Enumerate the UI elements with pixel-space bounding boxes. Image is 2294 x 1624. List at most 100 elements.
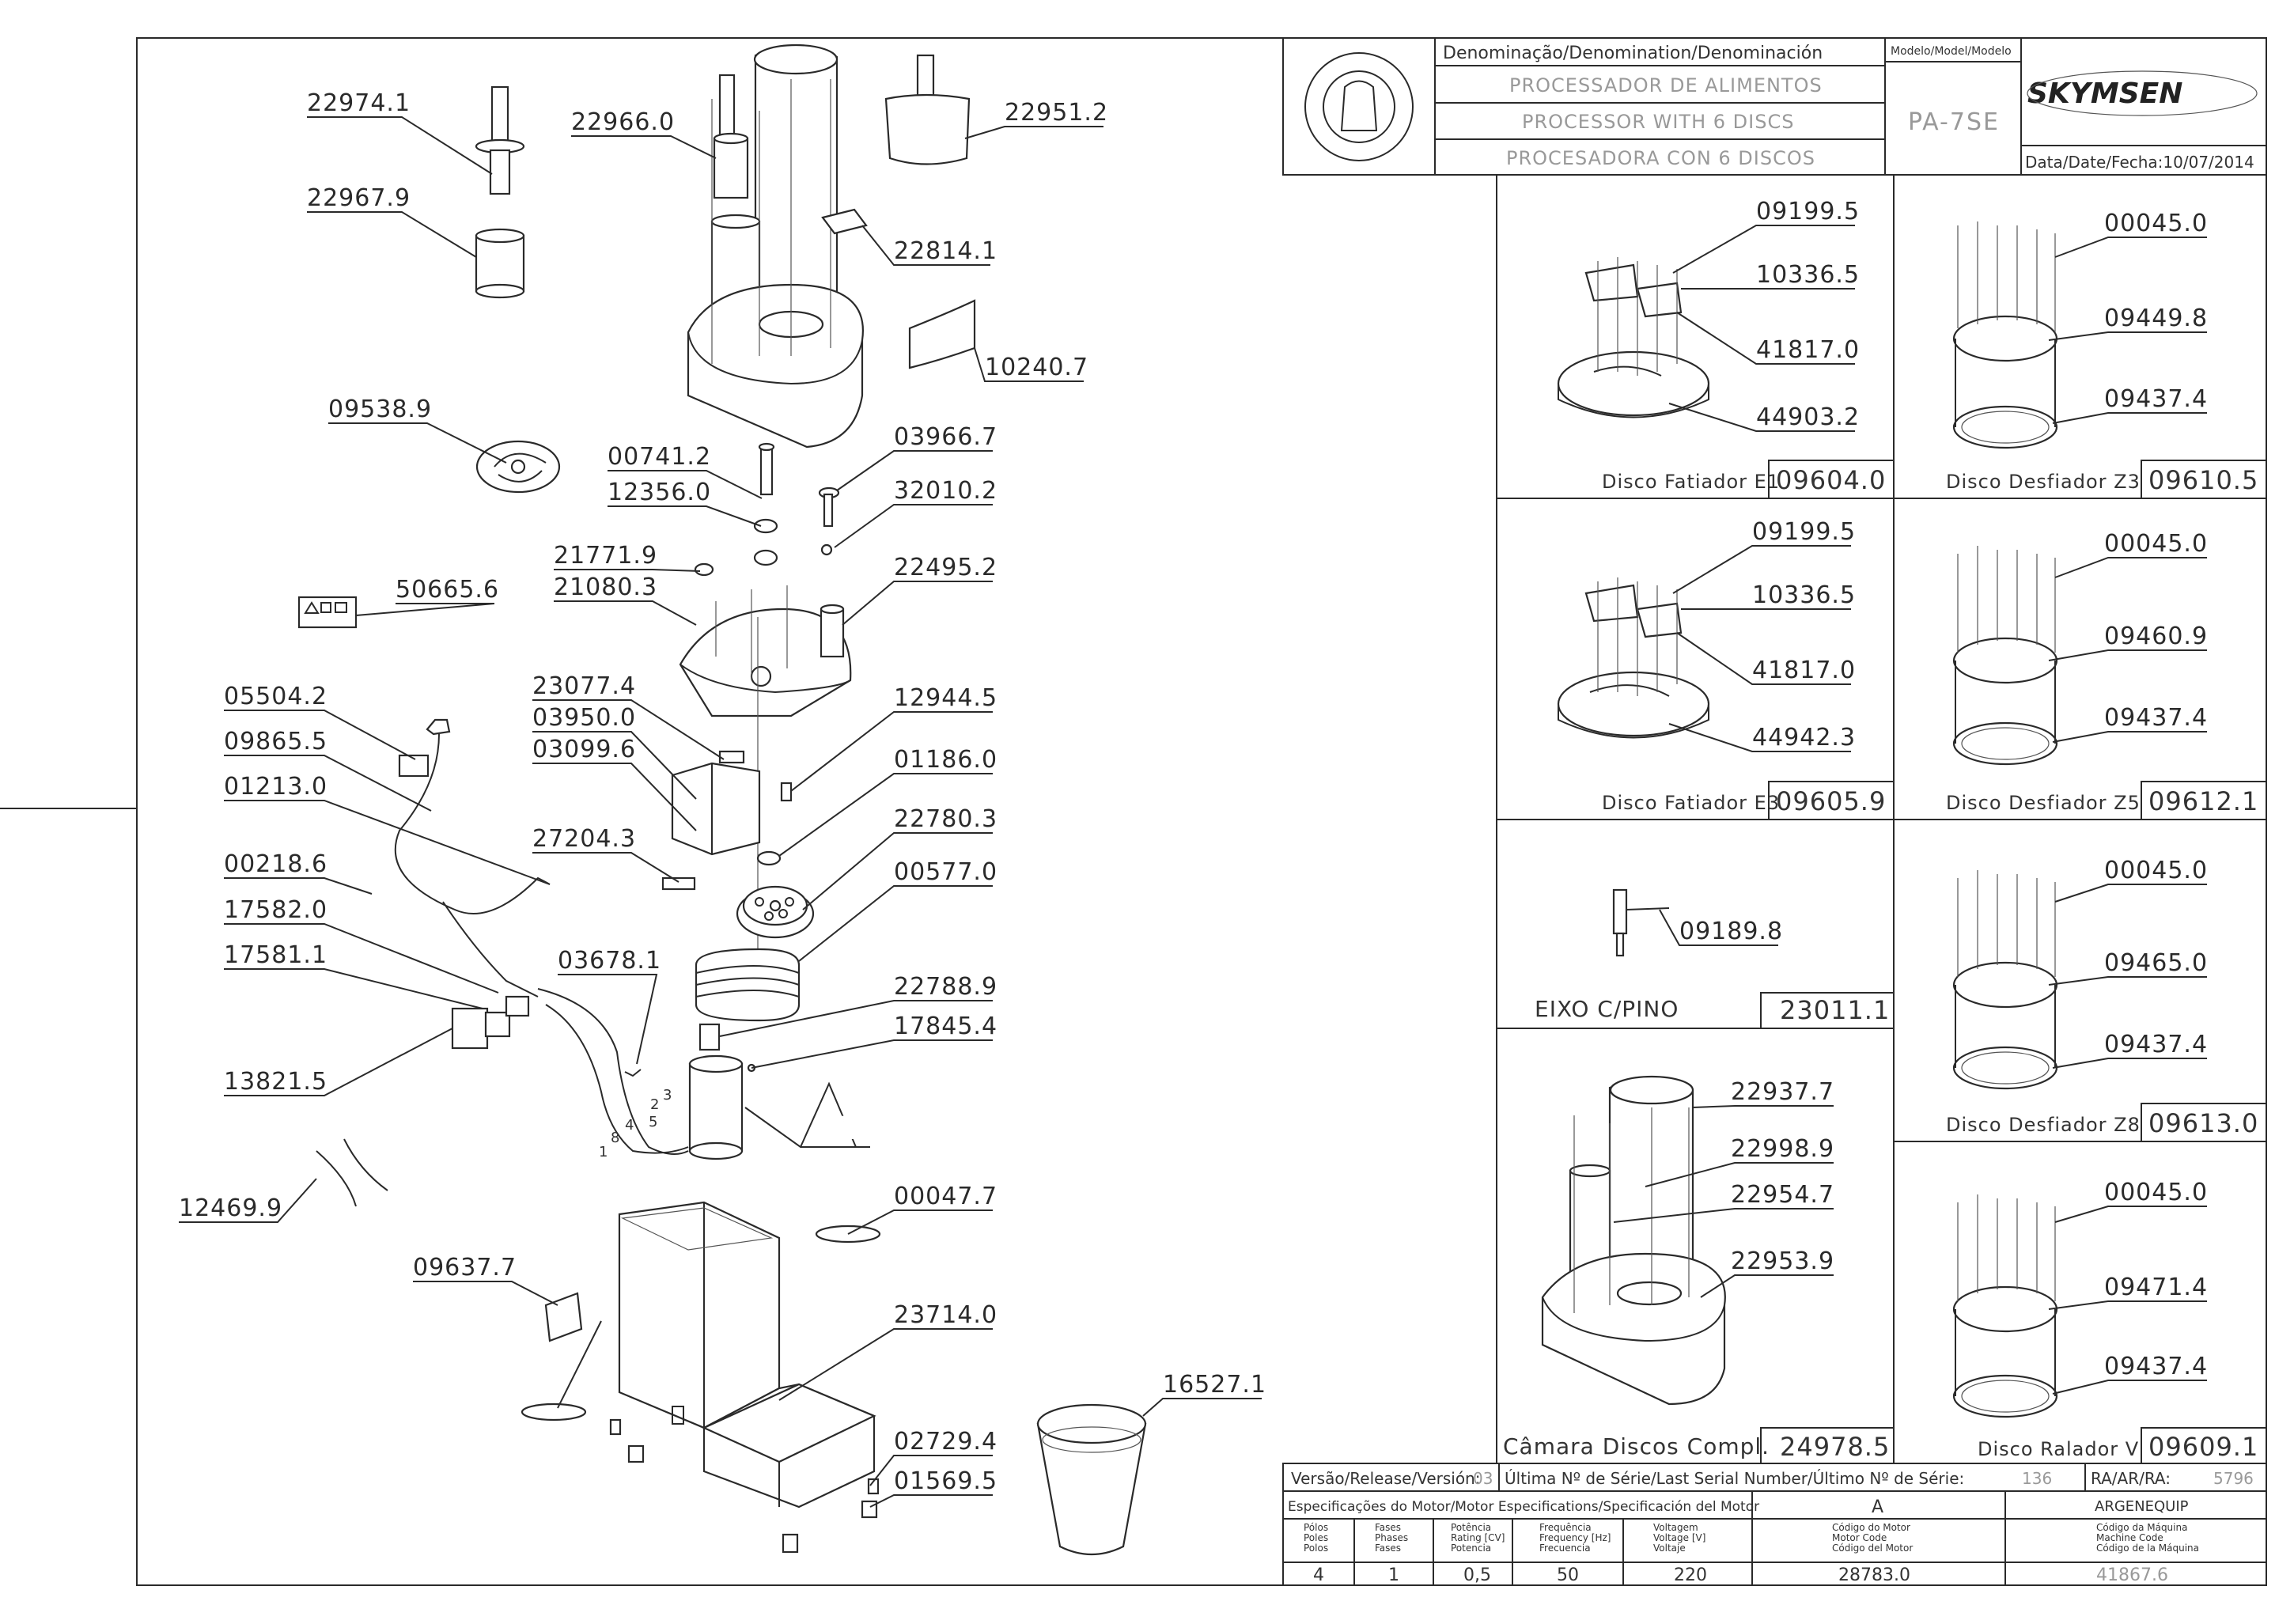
part-22951-2 xyxy=(884,54,971,165)
part-09538-9 xyxy=(475,440,561,494)
label-03950-0: 03950.0 xyxy=(532,704,636,732)
panel-disco-ralador-v: 00045.0 09471.4 09437.4 Disco Ralador V … xyxy=(1952,1179,2258,1462)
part-01186-0 xyxy=(756,850,782,866)
wire-number-3: 3 xyxy=(663,1087,672,1103)
label-23077-4: 23077.4 xyxy=(532,672,636,700)
model-value: PA-7SE xyxy=(1908,108,2000,136)
e3-caption: Disco Fatiador E3 xyxy=(1602,792,1780,814)
part-22967-9 xyxy=(475,228,525,299)
motor-letter-label: A xyxy=(832,1111,854,1147)
z8-part-2: 09465.0 xyxy=(2104,949,2208,977)
label-22951-2: 22951.2 xyxy=(1005,99,1108,127)
z8-part-3: 09437.4 xyxy=(2104,1031,2208,1058)
label-23714-0: 23714.0 xyxy=(894,1301,997,1329)
wire-number-5: 5 xyxy=(649,1114,657,1130)
date-field: Data/Date/Fecha:10/07/2014 xyxy=(2025,153,2254,172)
bearing xyxy=(753,549,778,566)
wire-number-1: 1 xyxy=(599,1144,608,1160)
panel-disco-fatiador-e1: 09199.5 10336.5 41817.0 44903.2 Disco Fa… xyxy=(1557,198,1885,495)
panel-disco-desfiador-z8: 00045.0 09465.0 09437.4 Disco Desfiador … xyxy=(1946,857,2258,1138)
e1-part-1: 09199.5 xyxy=(1756,198,1860,225)
label-00741-2: 00741.2 xyxy=(608,443,711,471)
e3-part-2: 10336.5 xyxy=(1752,581,1856,609)
wiring-harness xyxy=(394,718,689,1155)
label-32010-2: 32010.2 xyxy=(894,477,997,505)
label-01186-0: 01186.0 xyxy=(894,746,997,774)
label-00218-6: 00218.6 xyxy=(224,850,327,878)
part-23077-4 xyxy=(671,750,761,856)
lid-assembly xyxy=(687,44,864,449)
main-exploded-view: 22974.1 22967.9 22966.0 22951.2 22814.1 … xyxy=(179,44,1266,1556)
label-16527-1: 16527.1 xyxy=(1163,1371,1266,1399)
wire-number-4: 4 xyxy=(625,1117,634,1134)
label-03966-7: 03966.7 xyxy=(894,423,997,451)
e3-code: 09605.9 xyxy=(1776,786,1886,816)
version-label: Versão/Release/Versión: xyxy=(1291,1469,1480,1488)
label-09538-9: 09538.9 xyxy=(328,396,432,423)
e1-part-2: 10336.5 xyxy=(1756,261,1860,289)
part-10240-7 xyxy=(908,299,976,369)
label-13821-5: 13821.5 xyxy=(224,1068,327,1096)
camara-code: 24978.5 xyxy=(1780,1432,1890,1462)
part-labels: 22974.1 22967.9 22966.0 22951.2 22814.1 … xyxy=(179,89,1266,1495)
panel-camara-discos: 22937.7 22998.9 22954.7 22953.9 Câmara D… xyxy=(1503,1075,1890,1462)
ra-value: 5796 xyxy=(2213,1469,2254,1488)
label-22966-0: 22966.0 xyxy=(571,108,675,136)
eixo-part-1: 09189.8 xyxy=(1679,918,1783,945)
part-00577-0 xyxy=(695,948,801,1022)
label-22788-9: 22788.9 xyxy=(894,973,997,1001)
authorized-service-seal-icon xyxy=(1304,52,1414,161)
panel-disco-fatiador-e3: 09199.5 10336.5 41817.0 44942.3 Disco Fa… xyxy=(1557,518,1886,816)
model-header: Modelo/Model/Modelo xyxy=(1891,45,2012,58)
label-22967-9: 22967.9 xyxy=(307,184,411,212)
label-09637-7: 09637.7 xyxy=(413,1254,517,1281)
label-50665-6: 50665.6 xyxy=(396,576,499,604)
z5-code: 09612.1 xyxy=(2148,786,2258,816)
wire-number-2: 2 xyxy=(650,1096,659,1113)
label-02729-4: 02729.4 xyxy=(894,1428,997,1456)
label-01213-0: 01213.0 xyxy=(224,773,327,801)
part-23714-0 xyxy=(609,1201,880,1554)
label-03678-1: 03678.1 xyxy=(558,947,661,975)
part-12944-5 xyxy=(780,782,793,802)
e3-part-3: 41817.0 xyxy=(1752,657,1856,684)
part-50665-6 xyxy=(297,596,358,629)
part-27204-3 xyxy=(661,876,696,891)
footer-table: Versão/Release/Versión: 03 Última Nº de … xyxy=(1282,1463,2267,1586)
supplier: ARGENEQUIP xyxy=(2095,1498,2189,1515)
part-16527-1 xyxy=(1036,1403,1147,1556)
e1-part-3: 41817.0 xyxy=(1756,336,1860,364)
power-value: 0,5 xyxy=(1463,1565,1491,1585)
e1-caption: Disco Fatiador E1 xyxy=(1602,471,1780,493)
label-00047-7: 00047.7 xyxy=(894,1183,997,1210)
label-12469-9: 12469.9 xyxy=(179,1194,282,1222)
panel-disco-desfiador-z3: 00045.0 09449.8 09437.4 Disco Desfiador … xyxy=(1946,210,2258,495)
disc-panels-grid xyxy=(1496,175,2267,1464)
part-22814-1 xyxy=(821,208,868,235)
wire-number-8: 8 xyxy=(611,1130,619,1146)
label-17582-0: 17582.0 xyxy=(224,896,327,924)
freq-value: 50 xyxy=(1557,1565,1579,1585)
motor xyxy=(688,1023,870,1160)
leader-lines xyxy=(179,116,1262,1508)
z5-part-1: 00045.0 xyxy=(2104,530,2208,558)
camara-part-4: 22953.9 xyxy=(1731,1247,1834,1275)
v-code: 09609.1 xyxy=(2148,1432,2258,1462)
panel-disco-desfiador-z5: 00045.0 09460.9 09437.4 Disco Desfiador … xyxy=(1946,530,2258,816)
motor-letter: A xyxy=(1872,1497,1883,1517)
z8-code: 09613.0 xyxy=(2148,1108,2258,1138)
z5-caption: Disco Desfiador Z5 xyxy=(1946,792,2141,814)
volt-value: 220 xyxy=(1674,1565,1707,1585)
e1-part-4: 44903.2 xyxy=(1756,403,1860,431)
machine-code-value: 41867.6 xyxy=(2096,1565,2168,1585)
camara-part-2: 22998.9 xyxy=(1731,1135,1834,1163)
z8-part-1: 00045.0 xyxy=(2104,857,2208,884)
z5-part-2: 09460.9 xyxy=(2104,623,2208,650)
label-05504-2: 05504.2 xyxy=(224,683,327,710)
